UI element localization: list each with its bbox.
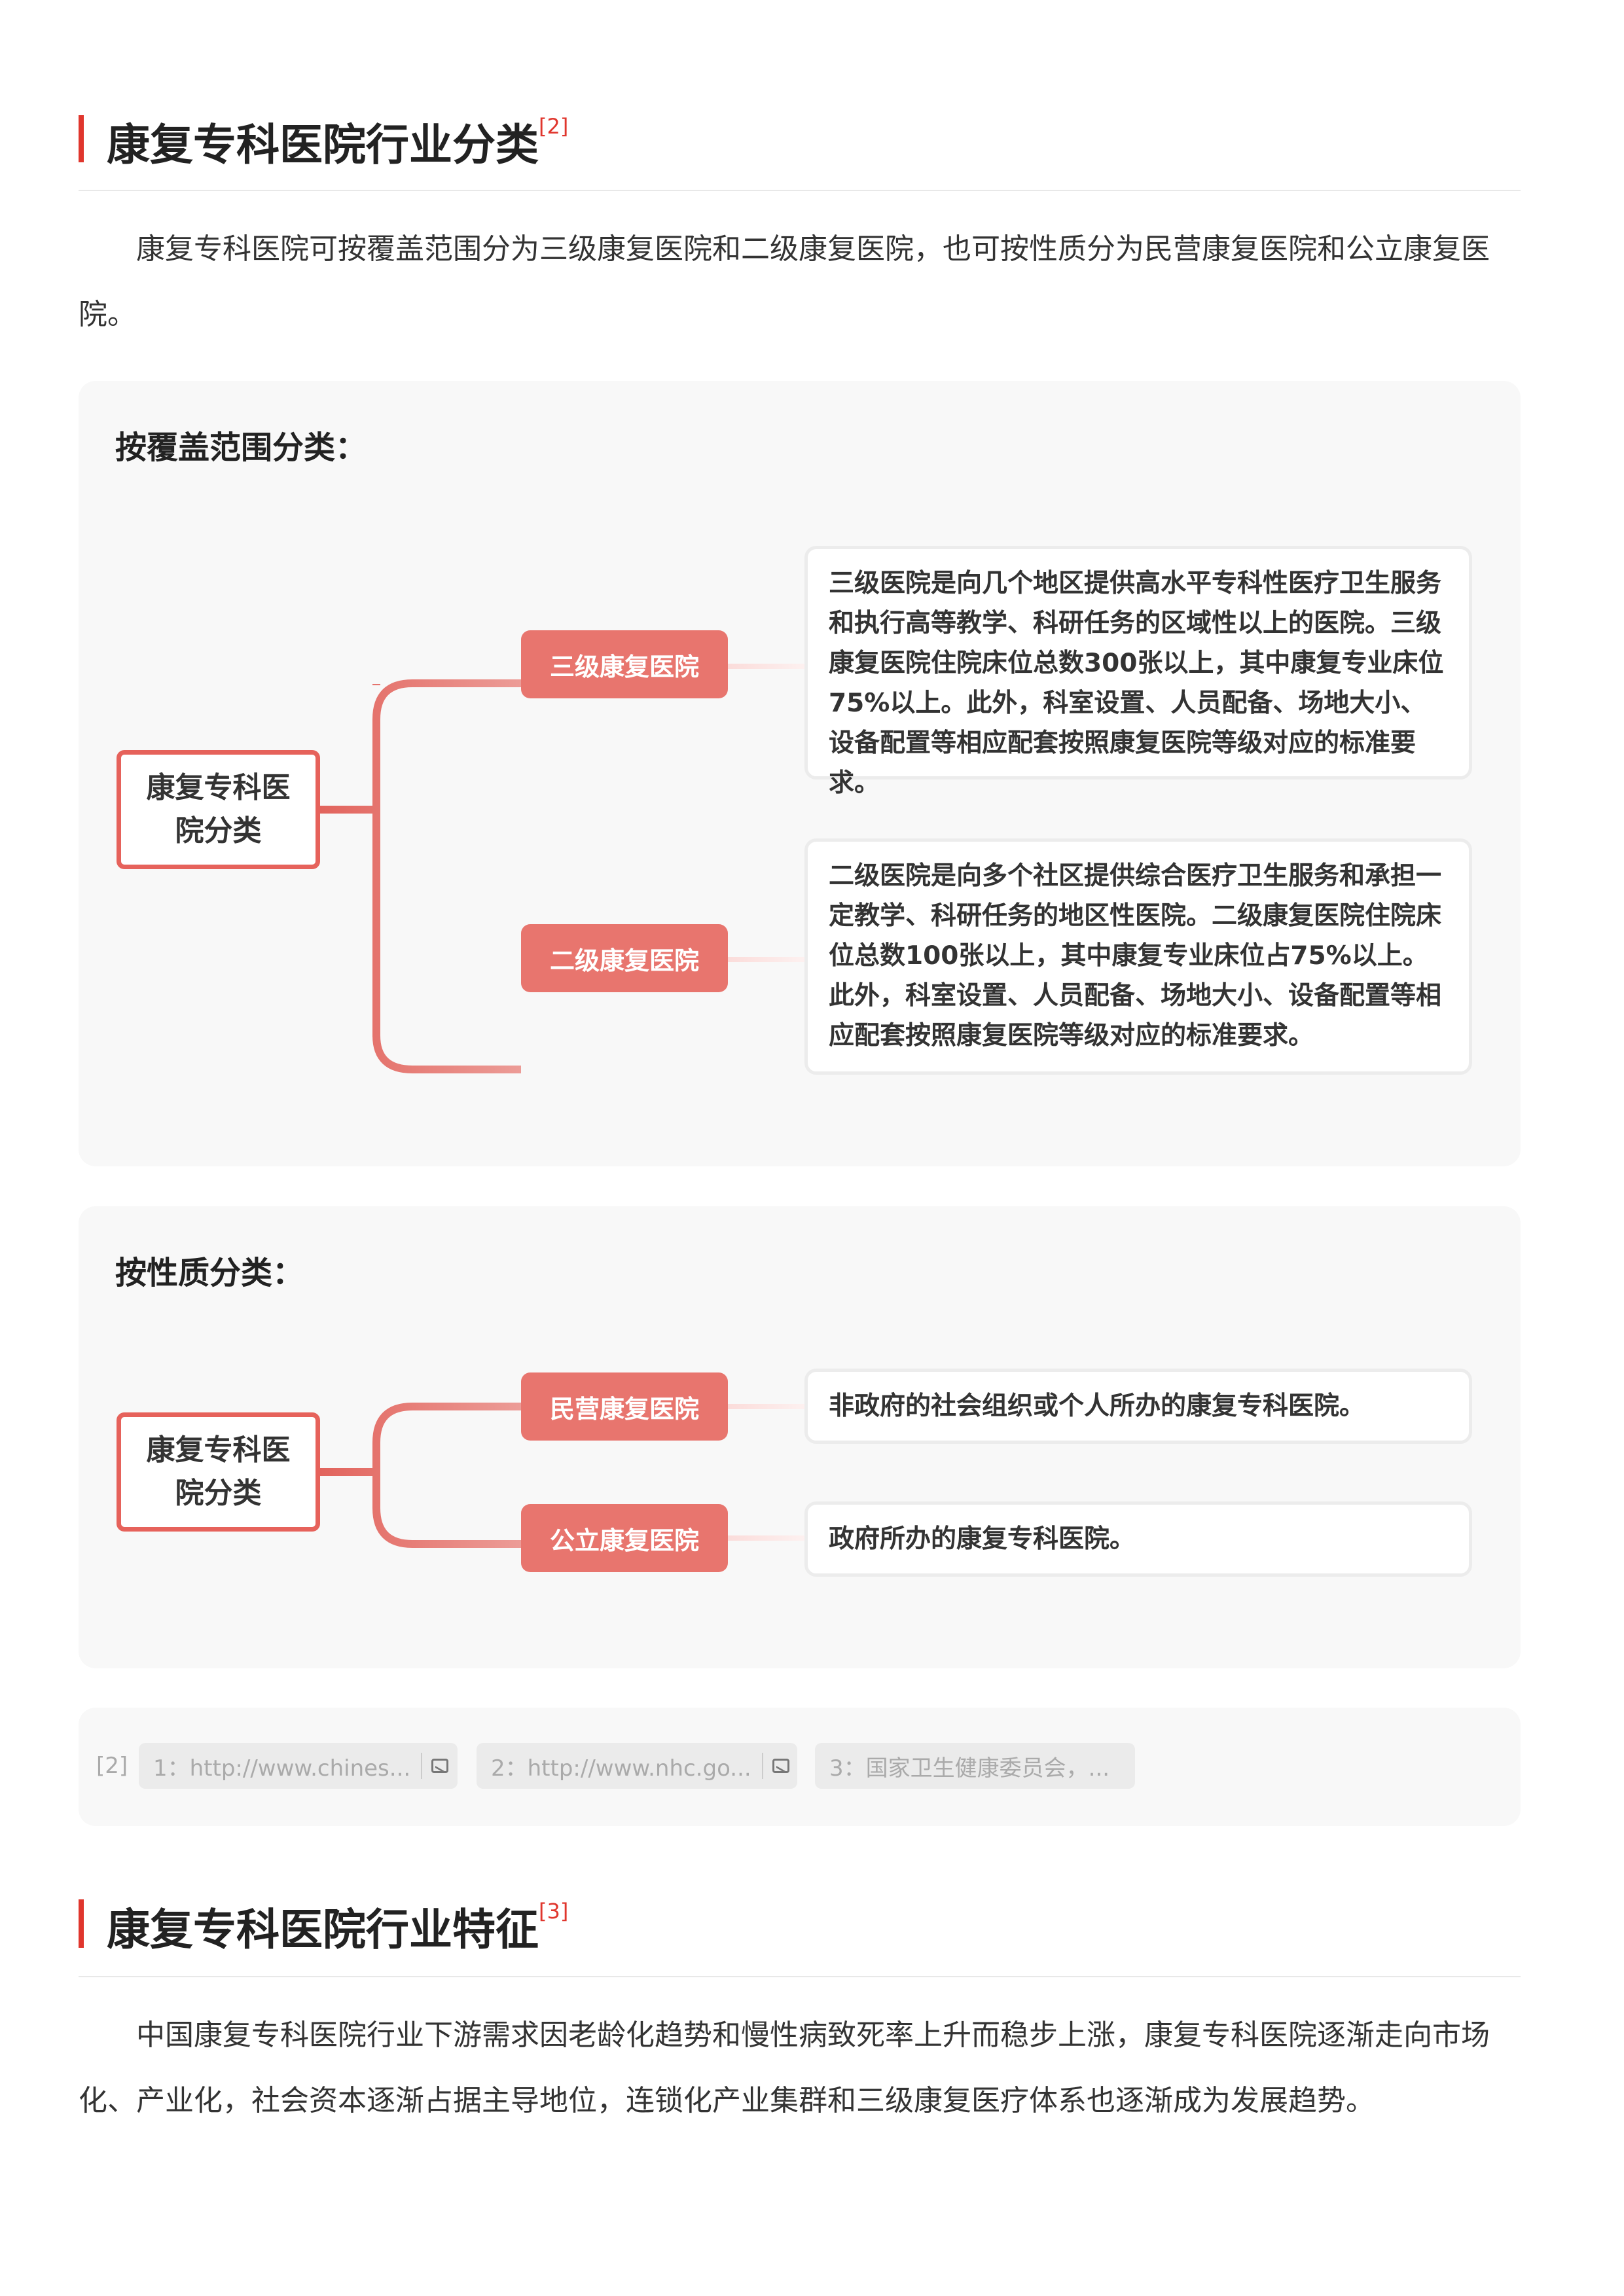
node-tier3: 三级康复医院 [521, 630, 728, 698]
node-tier2: 二级康复医院 [521, 924, 728, 992]
node-link [728, 1535, 805, 1541]
section-title-text: 康复专科医院行业分类 [107, 120, 539, 170]
reference-text: 1：http://www.chines... [153, 1755, 411, 1782]
image-link-icon[interactable] [431, 1759, 449, 1773]
references-label: [2] [96, 1753, 128, 1779]
reference-chip-1[interactable]: 1：http://www.chines... [139, 1743, 458, 1789]
divider [79, 190, 1521, 191]
node-tier2-desc: 二级医院是向多个社区提供综合医疗卫生服务和承担一定教学、科研任务的地区性医院。二… [804, 838, 1472, 1075]
features-paragraph: 中国康复专科医院行业下游需求因老龄化趋势和慢性病致死率上升而稳步上涨，康复专科医… [79, 2018, 1490, 2117]
citation-link[interactable]: [2] [539, 114, 569, 139]
section-marker [79, 115, 84, 162]
section-marker [79, 1899, 84, 1948]
scope-classification-panel: 按覆盖范围分类： 康复专科医院分类 三级康复医院 三级医院是向几个地区提供高水平… [79, 381, 1521, 1166]
node-link [728, 1404, 805, 1409]
node-public: 公立康复医院 [521, 1504, 728, 1572]
node-link [728, 957, 805, 962]
section-title: 康复专科医院行业分类[2] [107, 110, 568, 173]
section-title-text: 康复专科医院行业特征 [107, 1905, 539, 1955]
root-node: 康复专科医院分类 [117, 1412, 320, 1532]
nature-classification-panel: 按性质分类： 康复专科医院分类 民营康复医院 非政府的社会组织或个人所办的康复专… [79, 1206, 1521, 1668]
citation-link[interactable]: [3] [539, 1899, 569, 1924]
references-panel: [2] 1：http://www.chines... 2：http://www.… [79, 1708, 1521, 1826]
node-link [728, 664, 805, 669]
node-private-desc: 非政府的社会组织或个人所办的康复专科医院。 [804, 1369, 1472, 1444]
panel-title: 按覆盖范围分类： [115, 429, 367, 466]
separator [761, 1753, 763, 1779]
reference-chip-3[interactable]: 3：国家卫生健康委员会，... [815, 1743, 1135, 1789]
node-private: 民营康复医院 [521, 1372, 728, 1441]
node-public-desc: 政府所办的康复专科医院。 [804, 1501, 1472, 1577]
reference-chip-2[interactable]: 2：http://www.nhc.go... [477, 1743, 797, 1789]
separator [421, 1753, 423, 1779]
root-node: 康复专科医院分类 [117, 750, 320, 869]
image-link-icon[interactable] [772, 1759, 789, 1773]
node-tier3-desc: 三级医院是向几个地区提供高水平专科性医疗卫生服务和执行高等教学、科研任务的区域性… [804, 546, 1472, 798]
divider [79, 1976, 1521, 1977]
reference-text: 3：国家卫生健康委员会，... [829, 1755, 1110, 1782]
panel-title: 按性质分类： [115, 1255, 304, 1291]
connector-lines [320, 1403, 521, 1548]
section-title: 康复专科医院行业特征[3] [107, 1895, 568, 1958]
connector-lines [320, 679, 521, 1073]
intro-paragraph: 康复专科医院可按覆盖范围分为三级康复医院和二级康复医院，也可按性质分为民营康复医… [79, 232, 1490, 331]
reference-text: 2：http://www.nhc.go... [491, 1755, 751, 1782]
